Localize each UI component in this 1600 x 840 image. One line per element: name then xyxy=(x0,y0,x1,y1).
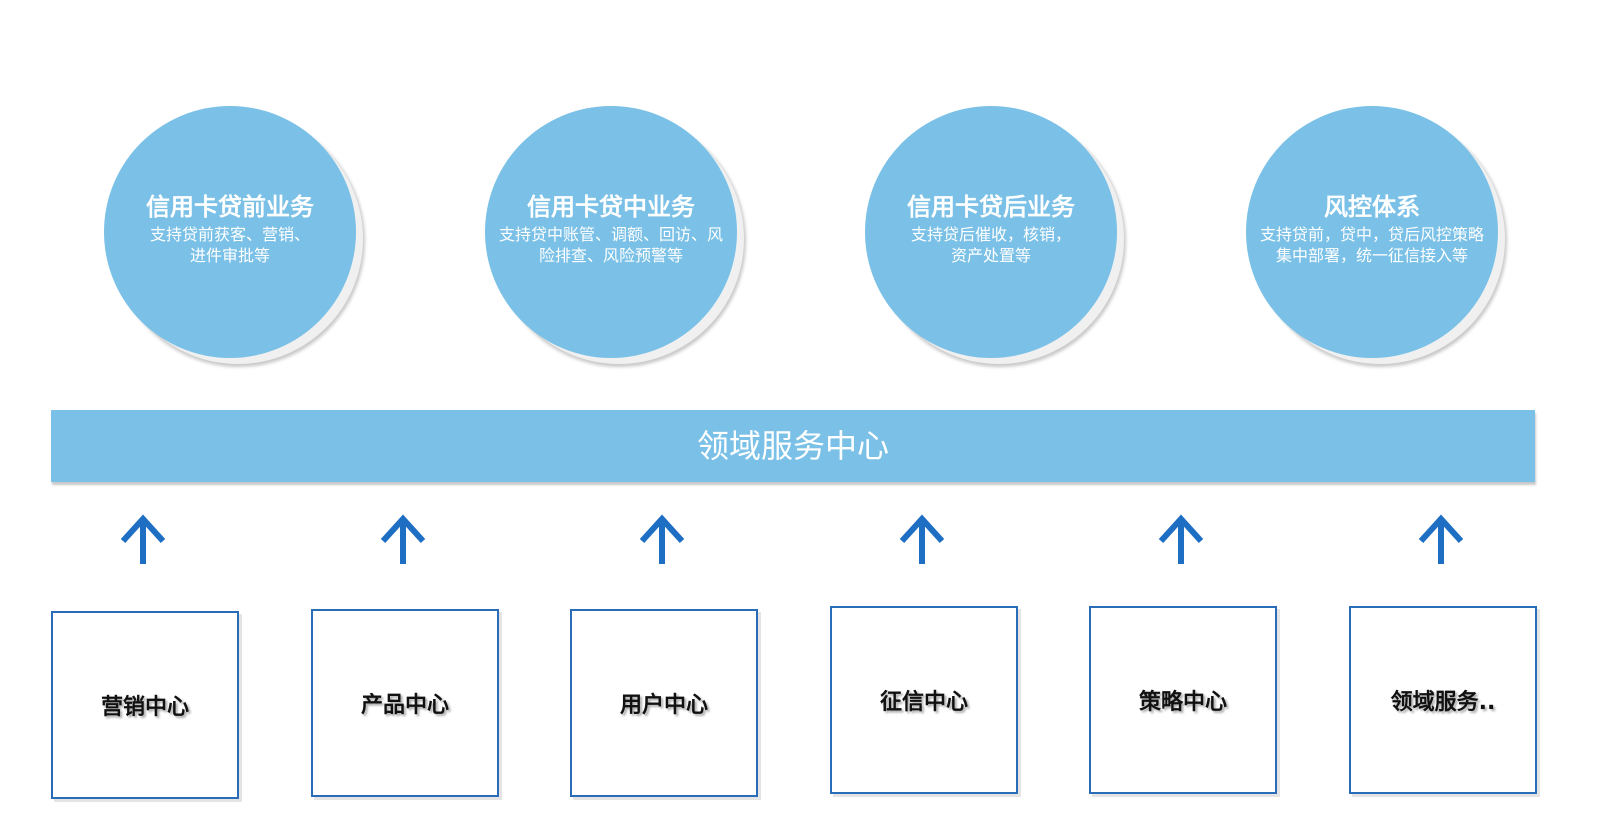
center-label: 策略中心 xyxy=(1138,690,1227,715)
center-box-user: 用户中心 xyxy=(570,609,758,797)
business-circle-risk-control: 风控体系 支持贷前，贷中，贷后风控策略 集中部署，统一征信接入等 xyxy=(1246,106,1498,358)
business-title: 信用卡贷前业务 xyxy=(146,193,314,221)
business-title: 信用卡贷后业务 xyxy=(907,193,1075,221)
center-box-product: 产品中心 xyxy=(311,609,499,797)
arrow-up-icon xyxy=(639,514,685,564)
business-circle-pre-loan: 信用卡贷前业务 支持贷前获客、营销、 进件审批等 xyxy=(104,106,356,358)
arrow-up-icon xyxy=(1418,514,1464,564)
business-desc-line: 支持贷前获客、营销、 xyxy=(149,225,310,244)
business-circle-in-loan: 信用卡贷中业务 支持贷中账管、调额、回访、风 险排查、风险预警等 xyxy=(485,106,737,358)
business-desc: 支持贷前，贷中，贷后风控策略 集中部署，统一征信接入等 xyxy=(1240,224,1504,266)
business-desc: 支持贷后催收，核销， 资产处置等 xyxy=(859,224,1123,266)
business-desc: 支持贷前获客、营销、 进件审批等 xyxy=(98,224,362,266)
business-circle-post-loan: 信用卡贷后业务 支持贷后催收，核销， 资产处置等 xyxy=(865,106,1117,358)
business-title: 风控体系 xyxy=(1324,193,1420,221)
center-box-strategy: 策略中心 xyxy=(1089,606,1277,794)
business-desc-line: 进件审批等 xyxy=(189,246,270,265)
center-label: 领域服务.. xyxy=(1390,690,1496,715)
business-desc-line: 资产处置等 xyxy=(950,246,1031,265)
center-box-marketing: 营销中心 xyxy=(51,611,239,799)
center-label: 征信中心 xyxy=(879,690,968,715)
business-desc-line: 支持贷后催收，核销， xyxy=(910,225,1071,244)
center-label: 营销中心 xyxy=(100,695,189,720)
business-desc: 支持贷中账管、调额、回访、风 险排查、风险预警等 xyxy=(479,224,743,266)
domain-service-center-band: 领域服务中心 xyxy=(51,410,1535,482)
center-label: 产品中心 xyxy=(360,693,449,718)
arrow-up-icon xyxy=(1158,514,1204,564)
center-label: 用户中心 xyxy=(619,693,708,718)
center-box-domain-service: 领域服务.. xyxy=(1349,606,1537,794)
business-desc-line: 支持贷中账管、调额、回访、风 xyxy=(498,225,723,244)
arrow-up-icon xyxy=(380,514,426,564)
business-desc-line: 集中部署，统一征信接入等 xyxy=(1275,246,1468,265)
arrow-up-icon xyxy=(899,514,945,564)
arrow-up-icon xyxy=(120,514,166,564)
business-desc-line: 支持贷前，贷中，贷后风控策略 xyxy=(1259,225,1484,244)
center-box-credit: 征信中心 xyxy=(830,606,1018,794)
business-desc-line: 险排查、风险预警等 xyxy=(538,246,683,265)
business-title: 信用卡贷中业务 xyxy=(527,193,695,221)
